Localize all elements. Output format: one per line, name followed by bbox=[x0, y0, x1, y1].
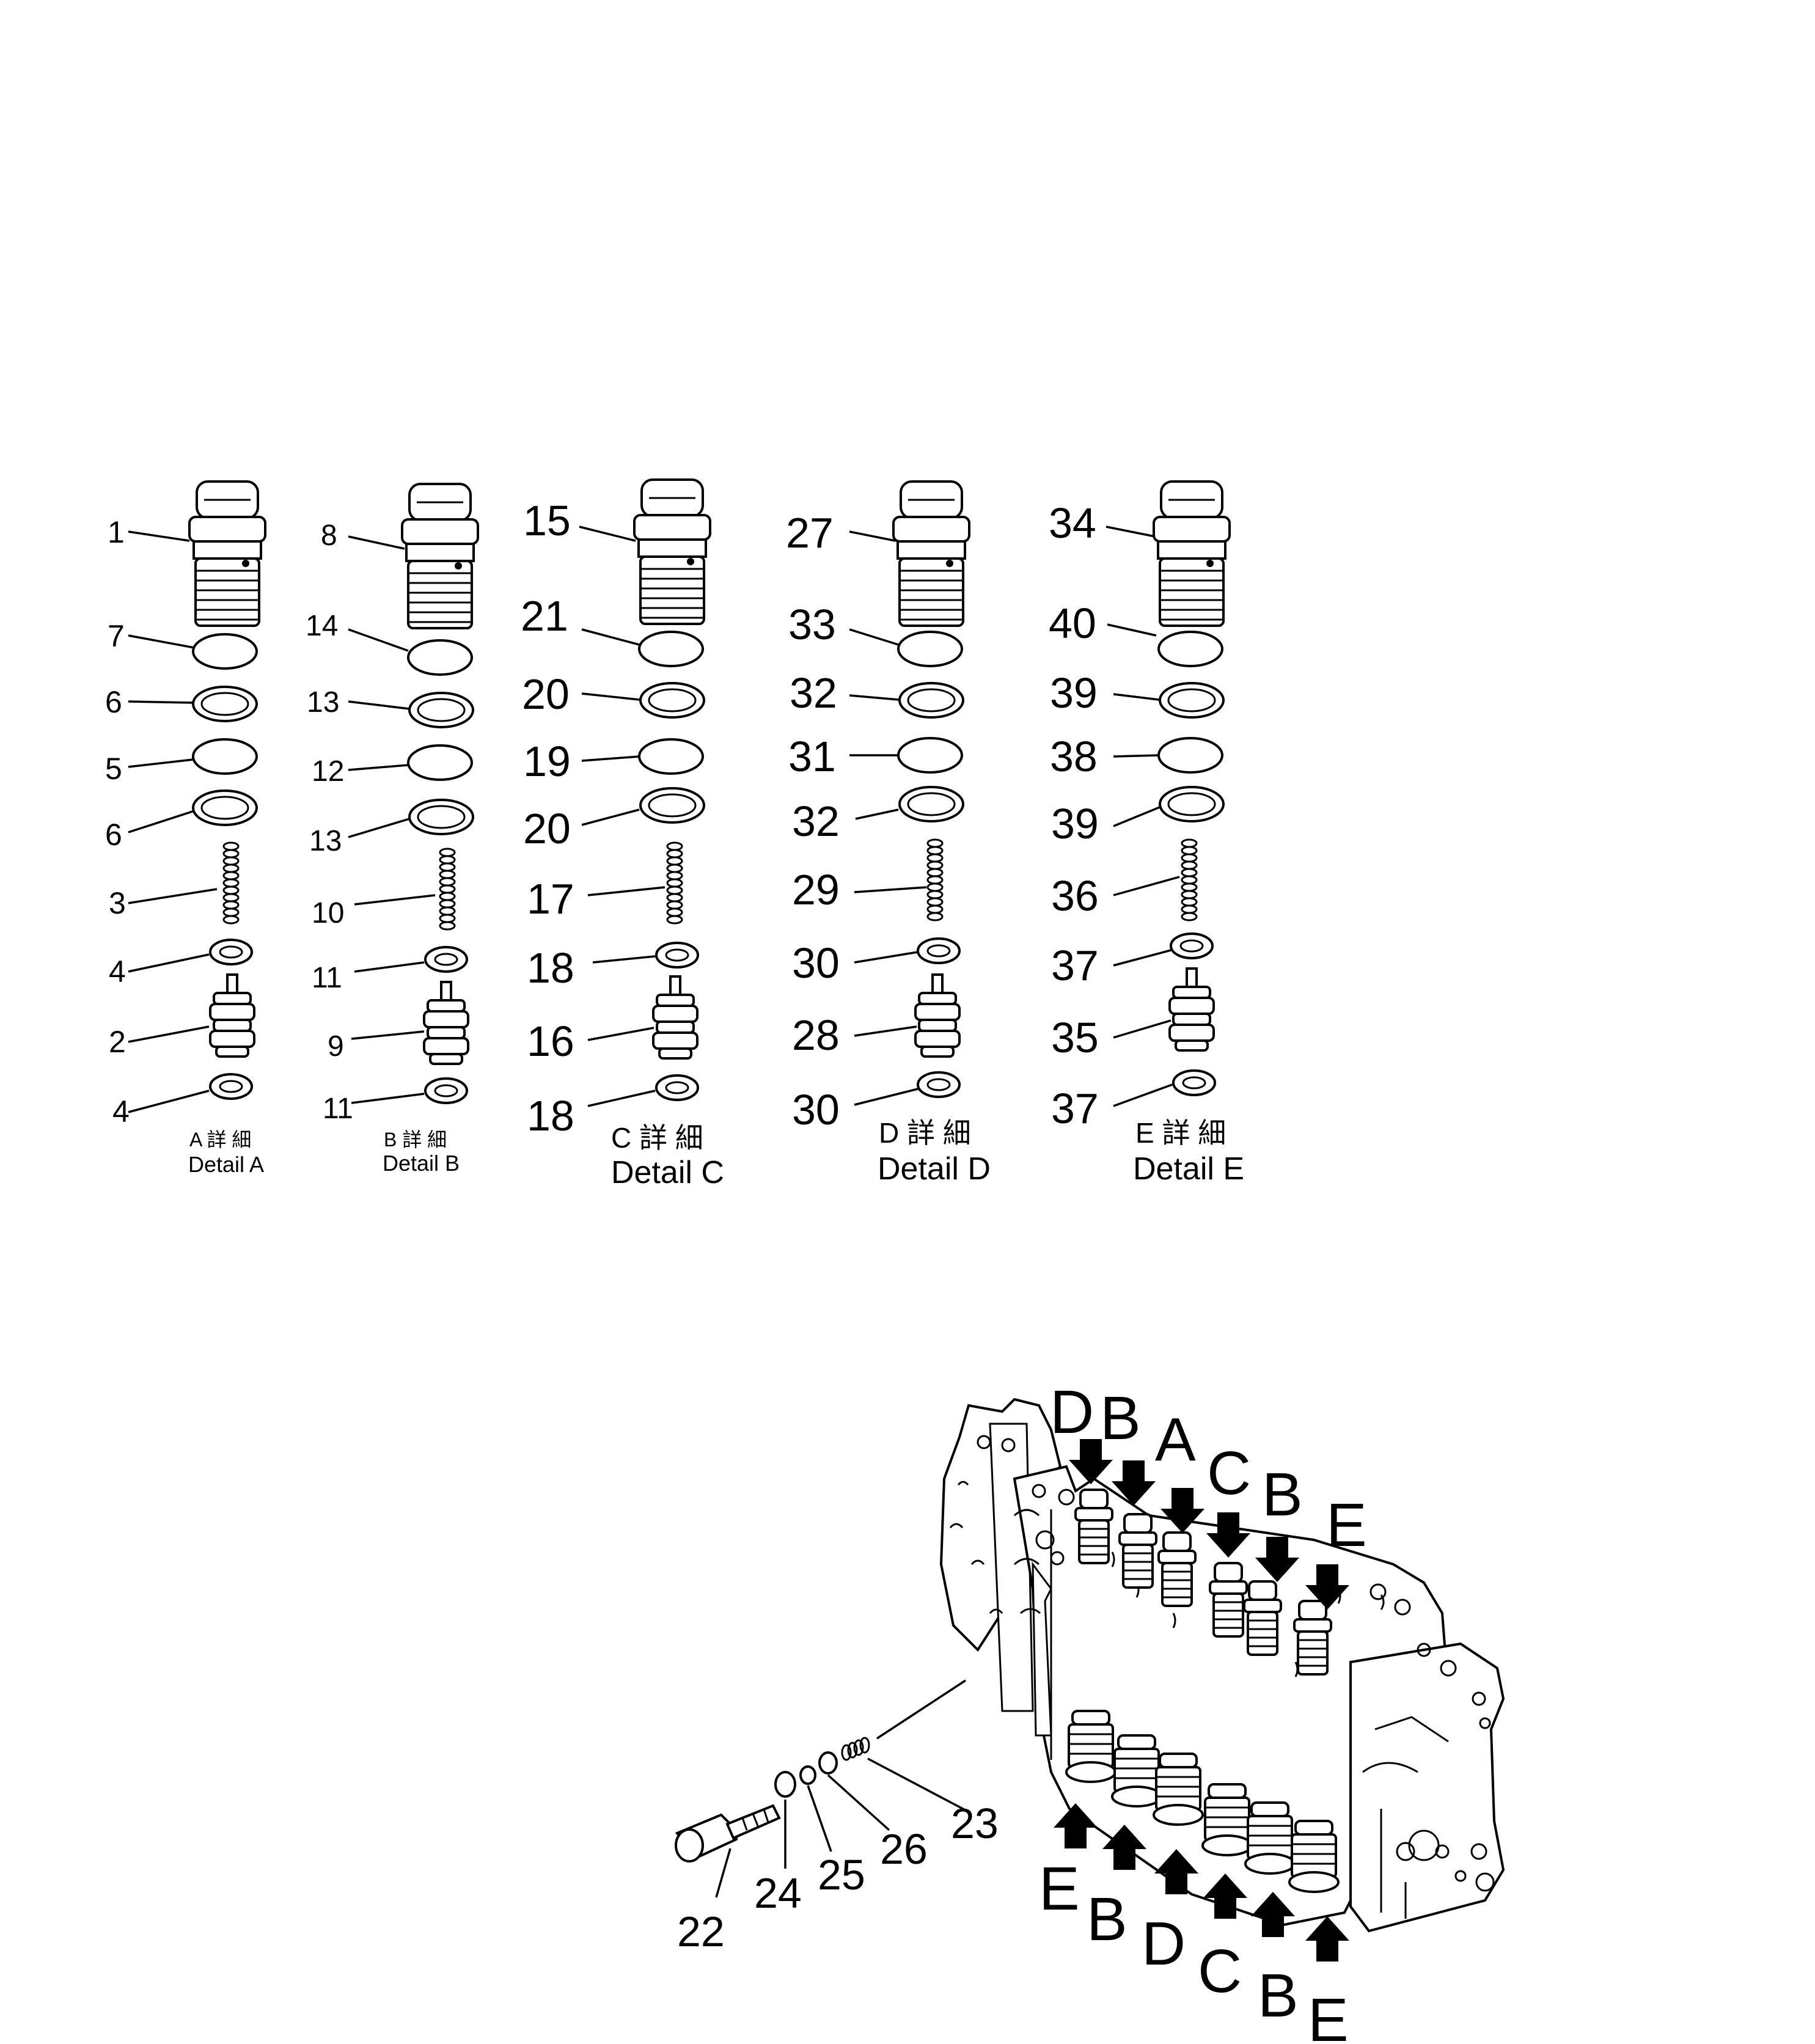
detail-caption-en: Detail D bbox=[878, 1151, 991, 1187]
detail-b: 8 14 13 12 13 10 11 9 11 B 詳 細 Detail B bbox=[306, 483, 479, 1176]
relief-valve-plug bbox=[633, 478, 711, 625]
detail-caption-jp: C 詳 細 bbox=[611, 1122, 703, 1154]
detail-marker: E bbox=[1308, 1986, 1349, 2044]
callout: 13 bbox=[307, 686, 339, 719]
callout: 37 bbox=[1051, 942, 1099, 989]
callout: 35 bbox=[1051, 1014, 1099, 1061]
callout: 14 bbox=[306, 610, 338, 642]
callout: 16 bbox=[527, 1017, 574, 1065]
callout: 19 bbox=[523, 738, 571, 785]
callout: 33 bbox=[788, 601, 836, 648]
detail-marker: D bbox=[1142, 1910, 1186, 1978]
poppet bbox=[423, 981, 469, 1065]
callout: 5 bbox=[105, 752, 122, 786]
callout: 39 bbox=[1051, 800, 1099, 848]
callout: 23 bbox=[951, 1800, 999, 1847]
callout: 30 bbox=[792, 1086, 840, 1134]
callout: 6 bbox=[105, 685, 122, 719]
callout: 4 bbox=[109, 954, 126, 989]
detail-caption-en: Detail A bbox=[188, 1152, 264, 1177]
callout: 29 bbox=[792, 866, 840, 914]
callout: 26 bbox=[880, 1825, 928, 1873]
callout: 27 bbox=[786, 509, 834, 557]
callout: 6 bbox=[105, 818, 122, 852]
callout: 8 bbox=[321, 519, 337, 552]
callout: 28 bbox=[792, 1011, 840, 1059]
detail-caption-en: Detail C bbox=[611, 1155, 724, 1190]
relief-valve-plug bbox=[892, 480, 970, 627]
callout: 17 bbox=[527, 875, 574, 923]
callout: 4 bbox=[112, 1094, 130, 1129]
callout: 30 bbox=[792, 939, 840, 987]
poppet bbox=[209, 973, 255, 1058]
callout: 13 bbox=[309, 825, 342, 857]
poppet bbox=[1168, 967, 1215, 1052]
callout: 20 bbox=[522, 670, 570, 718]
o-ring-25 bbox=[799, 1765, 816, 1785]
relief-valve-plug bbox=[188, 480, 266, 627]
detail-caption-jp: A 詳 細 bbox=[189, 1129, 251, 1151]
detail-caption-jp: D 詳 細 bbox=[879, 1117, 971, 1149]
detail-a: 1 7 6 5 6 3 4 2 4 A 詳 細 Detail A bbox=[105, 480, 266, 1177]
ring-26 bbox=[818, 1751, 838, 1775]
detail-marker: B bbox=[1258, 1962, 1299, 2030]
control-valve-assembly: D B A C B E E B D C B E bbox=[939, 1378, 1505, 2044]
detail-caption-en: Detail E bbox=[1133, 1151, 1244, 1187]
callout: 40 bbox=[1049, 599, 1096, 647]
relief-valve-plug bbox=[1153, 480, 1231, 627]
detail-caption-jp: B 詳 細 bbox=[384, 1129, 447, 1151]
callout: 21 bbox=[521, 592, 568, 640]
callout: 1 bbox=[108, 515, 125, 549]
callout: 18 bbox=[527, 1092, 574, 1140]
detail-marker: B bbox=[1262, 1460, 1303, 1529]
callout: 20 bbox=[523, 805, 571, 852]
callout: 10 bbox=[312, 897, 344, 929]
detail-marker: E bbox=[1326, 1491, 1367, 1559]
poppet bbox=[914, 973, 961, 1058]
detail-caption-en: Detail B bbox=[383, 1151, 460, 1176]
detail-c: 15 21 20 19 20 17 18 16 18 C 詳 細 Detail … bbox=[521, 478, 724, 1190]
spring-23 bbox=[841, 1737, 870, 1761]
detail-marker: C bbox=[1207, 1439, 1251, 1507]
detail-marker: D bbox=[1050, 1378, 1094, 1446]
poppet bbox=[652, 975, 698, 1060]
callout: 24 bbox=[754, 1869, 802, 1917]
callout: 34 bbox=[1049, 499, 1096, 547]
detail-marker: E bbox=[1039, 1855, 1080, 1923]
plug-part-22 bbox=[675, 1804, 781, 1863]
detail-d: 27 33 32 31 32 29 30 28 30 D 詳 細 Detail … bbox=[786, 480, 991, 1187]
callout: 32 bbox=[792, 797, 840, 845]
relief-valve-plug bbox=[401, 483, 479, 629]
callout: 3 bbox=[109, 886, 126, 920]
spool-plug-parts: 22 24 25 26 23 bbox=[675, 1679, 999, 1955]
callout: 32 bbox=[790, 669, 837, 717]
callout: 39 bbox=[1050, 669, 1098, 717]
o-ring-24 bbox=[774, 1771, 796, 1798]
detail-e: 34 40 39 38 39 36 37 35 37 E 詳 細 Detail … bbox=[1049, 480, 1244, 1187]
callout: 38 bbox=[1050, 733, 1098, 780]
callout: 11 bbox=[323, 1093, 353, 1125]
detail-marker: A bbox=[1155, 1405, 1196, 1474]
callout: 18 bbox=[527, 944, 574, 992]
callout: 12 bbox=[312, 755, 344, 788]
detail-marker: B bbox=[1100, 1384, 1141, 1452]
detail-marker: B bbox=[1087, 1885, 1128, 1954]
callout: 2 bbox=[109, 1025, 126, 1059]
callout: 9 bbox=[328, 1030, 344, 1063]
callout: 36 bbox=[1051, 872, 1099, 920]
callout: 11 bbox=[312, 962, 342, 994]
callout: 25 bbox=[818, 1851, 865, 1899]
callout: 22 bbox=[677, 1908, 725, 1955]
callout: 37 bbox=[1051, 1085, 1099, 1132]
callout: 7 bbox=[108, 619, 125, 653]
callout: 31 bbox=[788, 733, 836, 780]
callout: 15 bbox=[523, 497, 571, 544]
detail-marker: C bbox=[1198, 1937, 1242, 2006]
detail-caption-jp: E 詳 細 bbox=[1135, 1117, 1226, 1149]
